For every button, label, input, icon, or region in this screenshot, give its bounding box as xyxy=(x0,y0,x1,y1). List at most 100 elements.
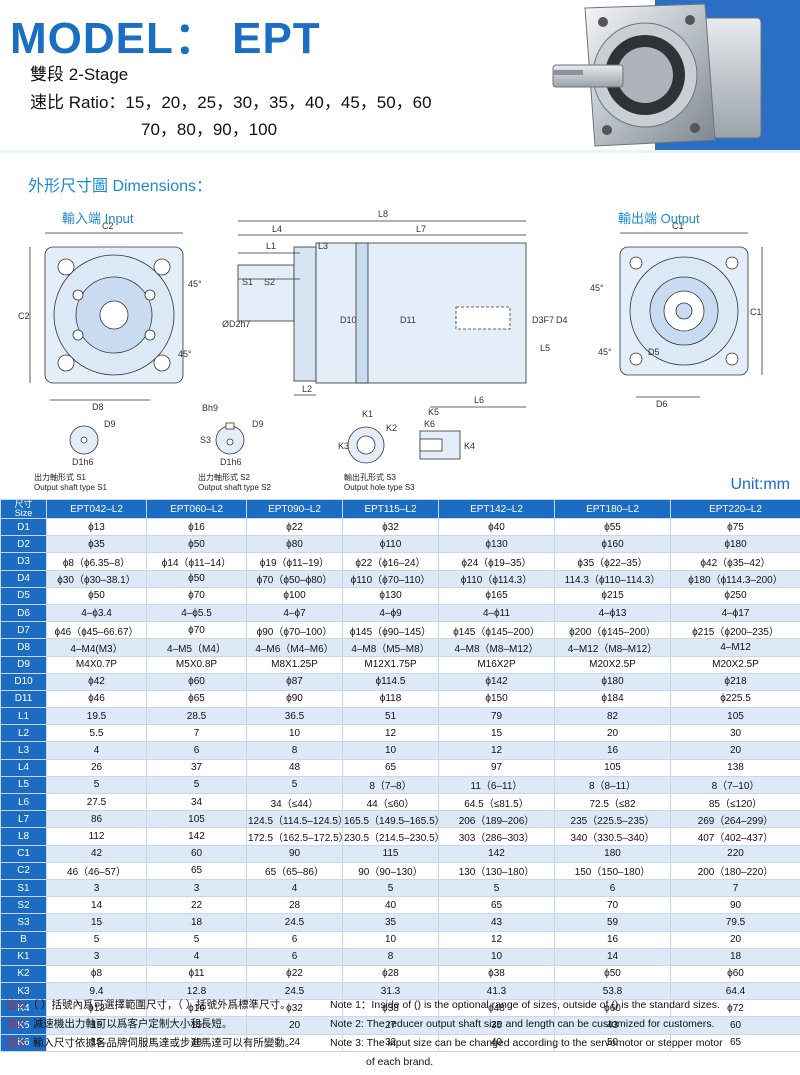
k4-label: K4 xyxy=(464,441,475,451)
table-cell: 105 xyxy=(554,758,671,777)
table-cell: 4–M8（M5–M8） xyxy=(342,638,439,657)
table-cell: ϕ215（ϕ200–235） xyxy=(670,621,800,640)
table-cell: ϕ75 xyxy=(670,517,800,537)
table-cell: ϕ72 xyxy=(670,999,800,1018)
row-label: S2 xyxy=(0,896,47,915)
table-cell: 5 xyxy=(246,775,343,795)
table-cell: ϕ80 xyxy=(246,535,343,554)
table-cell: ϕ22 xyxy=(246,964,343,984)
c2-label: C2 xyxy=(102,221,114,231)
l5-label: L5 xyxy=(540,343,550,353)
table-cell: ϕ200（ϕ145–200） xyxy=(554,621,671,640)
note-cn-marker: 注1： xyxy=(6,999,33,1011)
k1-label: K1 xyxy=(362,409,373,419)
d10-label: D10 xyxy=(340,315,357,325)
row-label: D4 xyxy=(0,569,47,588)
row-label: K4 xyxy=(0,999,47,1018)
table-cell: 12.8 xyxy=(146,982,247,1001)
size-header: 尺寸 Size xyxy=(0,499,47,519)
table-cell: 24.5 xyxy=(246,913,343,932)
table-cell: 86 xyxy=(46,810,147,829)
table-cell: 230.5（214.5–230.5） xyxy=(342,827,439,846)
gearbox-product-image xyxy=(552,3,762,147)
c1-side-label: C1 xyxy=(750,307,762,317)
table-cell: ϕ180 xyxy=(670,535,800,554)
row-label: D8 xyxy=(0,638,47,657)
table-cell: 10 xyxy=(438,947,555,966)
table-cell: 303（286–303） xyxy=(438,827,555,846)
table-cell: 72.5（≤82 xyxy=(554,792,671,812)
table-cell: 8 xyxy=(342,947,439,966)
table-cell: 10 xyxy=(246,724,343,743)
table-cell: 64.5（≤81.5） xyxy=(438,792,555,812)
table-cell: 14 xyxy=(46,896,147,915)
b-label: Bh9 xyxy=(202,403,218,413)
table-cell: 138 xyxy=(670,758,800,777)
table-cell: 5 xyxy=(46,775,147,795)
table-cell: 12 xyxy=(438,741,555,760)
table-cell: M20X2.5P xyxy=(670,655,800,674)
table-cell: 150（150–180） xyxy=(554,861,671,880)
table-cell: ϕ46（ϕ45–66.67） xyxy=(46,621,147,640)
table-cell: ϕ22 xyxy=(246,517,343,537)
table-cell: ϕ165 xyxy=(438,586,555,605)
table-cell: 24.5 xyxy=(246,982,343,1001)
k6-label: K6 xyxy=(424,419,435,429)
table-cell: 18 xyxy=(670,947,800,966)
table-cell: 200（180–220） xyxy=(670,861,800,880)
output-view: C1 C1 D6 D5 45° 45° xyxy=(590,221,763,409)
table-cell: 235（225.5–235） xyxy=(554,810,671,829)
table-cell: 27.5 xyxy=(46,792,147,812)
table-cell: 3 xyxy=(46,878,147,898)
caption-s3-cn: 輸出孔形式 S3 xyxy=(344,473,397,482)
table-cell: ϕ40 xyxy=(438,517,555,537)
table-cell: 46（46–57） xyxy=(46,861,147,880)
table-cell: 40 xyxy=(342,896,439,915)
d1-label: D1h6 xyxy=(72,457,94,467)
table-cell: 19.5 xyxy=(46,707,147,726)
table-cell: 32 xyxy=(342,1033,439,1052)
d9-label: D9 xyxy=(104,419,116,429)
table-cell: 43 xyxy=(438,913,555,932)
row-label: K2 xyxy=(0,964,47,984)
shaft-s1-view: D9 D1h6 xyxy=(69,419,116,467)
row-label: S1 xyxy=(0,878,47,898)
table-cell: 10 xyxy=(342,930,439,949)
table-cell: ϕ38 xyxy=(342,999,439,1018)
table-cell: ϕ60 xyxy=(146,672,247,691)
table-cell: 70 xyxy=(554,896,671,915)
row-label: L8 xyxy=(0,827,47,846)
size-header-en: Size xyxy=(14,508,33,518)
table-cell: 15 xyxy=(438,724,555,743)
table-cell: 4–M6（M4–M6） xyxy=(246,638,343,657)
table-cell: ϕ225.5 xyxy=(670,689,800,709)
table-cell: 85（≤120） xyxy=(670,792,800,812)
row-label: D5 xyxy=(0,586,47,605)
row-label: D9 xyxy=(0,655,47,674)
table-cell: ϕ218 xyxy=(670,672,800,691)
table-cell: 4 xyxy=(246,878,343,898)
row-label: C1 xyxy=(0,844,47,863)
table-cell: 407（402–437） xyxy=(670,827,800,846)
d8-label: D8 xyxy=(92,402,104,412)
table-cell: M16X2P xyxy=(438,655,555,674)
caption-s2-cn: 出力軸形式 S2 xyxy=(198,473,251,482)
table-cell: ϕ50 xyxy=(554,964,671,984)
table-cell: 112 xyxy=(46,827,147,846)
note-cn-text: 減速機出力軸可以爲客户定制大小和長短。 xyxy=(32,1018,233,1030)
row-label: D11 xyxy=(0,689,47,709)
table-cell: 4–ϕ7 xyxy=(246,603,343,623)
table-cell: 130（130–180） xyxy=(438,861,555,880)
table-cell: 165.5（149.5–165.5） xyxy=(342,810,439,829)
l2-label: L2 xyxy=(302,384,312,394)
table-cell: ϕ145（ϕ145–200） xyxy=(438,621,555,640)
header: MODEL： EPT 雙段 2-Stage 速比 Ratio：15，20，25，… xyxy=(0,0,800,150)
model-header: EPT115–L2 xyxy=(342,499,439,519)
table-cell: 180 xyxy=(554,844,671,863)
note-en-3-cont: of each brand. xyxy=(366,1056,434,1068)
